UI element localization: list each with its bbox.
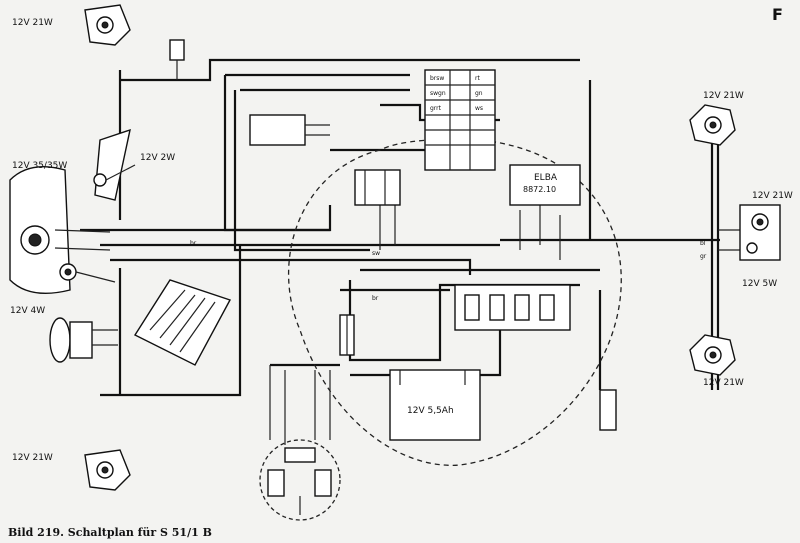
headlight-label: 12V 35/35W bbox=[12, 161, 67, 171]
wire-tag: sw bbox=[372, 250, 380, 257]
harness-wire bbox=[233, 90, 370, 252]
right-bottom-lamp-label: 12V 21W bbox=[703, 378, 744, 388]
indicator-lamp-bottom-left bbox=[84, 449, 131, 491]
wire-color-tags: brsw swgn grrt rt gn ws sw br br bl gr bbox=[190, 75, 707, 302]
generator-stator bbox=[259, 439, 341, 521]
indicator-lamp-top-left bbox=[84, 4, 131, 46]
headlight bbox=[9, 166, 111, 295]
horn bbox=[49, 317, 118, 363]
right-5w-label: 12V 5W bbox=[742, 279, 777, 289]
wire-tag: ws bbox=[475, 105, 483, 112]
wire-tag: brsw bbox=[430, 75, 444, 82]
voltage-regulator bbox=[509, 164, 581, 206]
lamp-bottom-left-label: 12V 21W bbox=[12, 453, 53, 463]
tacho-lamp-label: 12V 2W bbox=[140, 153, 175, 163]
ignition-coil bbox=[249, 114, 330, 146]
wire-tag: br bbox=[372, 295, 379, 302]
battery bbox=[389, 369, 481, 441]
ignition-switch-block bbox=[424, 69, 496, 171]
handlebar-switch bbox=[133, 279, 232, 366]
connector-block-top bbox=[169, 39, 185, 80]
dashed-frame-outline bbox=[287, 138, 622, 466]
harness-wire bbox=[350, 330, 502, 377]
fuse-block bbox=[454, 284, 571, 331]
indicator-lamp-top-right bbox=[689, 104, 736, 146]
speedometer-lamp bbox=[93, 128, 136, 201]
relay-unit bbox=[354, 169, 401, 206]
regulator-model: 8872.10 bbox=[523, 185, 556, 194]
corner-letter: F bbox=[772, 5, 783, 24]
main-fuse bbox=[339, 314, 355, 356]
indicator-lamp-bottom-right bbox=[689, 334, 736, 376]
wire-tag: grrt bbox=[430, 105, 442, 112]
brake-light-switch bbox=[599, 389, 617, 431]
tail-brake-lamp bbox=[739, 204, 781, 261]
lamp-top-left-label: 12V 21W bbox=[12, 18, 53, 28]
harness-wire bbox=[120, 58, 580, 82]
pilot-lamp bbox=[59, 263, 116, 283]
battery-label: 12V 5,5Ah bbox=[407, 406, 454, 416]
wire-tag: br bbox=[190, 240, 197, 247]
figure-caption: Bild 219. Schaltplan für S 51/1 B bbox=[8, 526, 212, 539]
regulator-brand: ELBA bbox=[534, 173, 558, 183]
right-mid-lamp-label: 12V 21W bbox=[752, 191, 793, 201]
wire-tag: gn bbox=[475, 90, 483, 97]
harness-wire bbox=[80, 205, 332, 232]
harness-wire bbox=[110, 258, 472, 275]
harness-wire bbox=[100, 245, 242, 397]
wire-tag: gr bbox=[700, 253, 707, 260]
right-top-lamp-label: 12V 21W bbox=[703, 91, 744, 101]
wire-tag: bl bbox=[700, 240, 706, 247]
wire-tag: swgn bbox=[430, 90, 446, 97]
wire-tag: rt bbox=[475, 75, 480, 82]
pilot-lamp-label: 12V 4W bbox=[10, 306, 45, 316]
harness-wire bbox=[223, 75, 330, 232]
